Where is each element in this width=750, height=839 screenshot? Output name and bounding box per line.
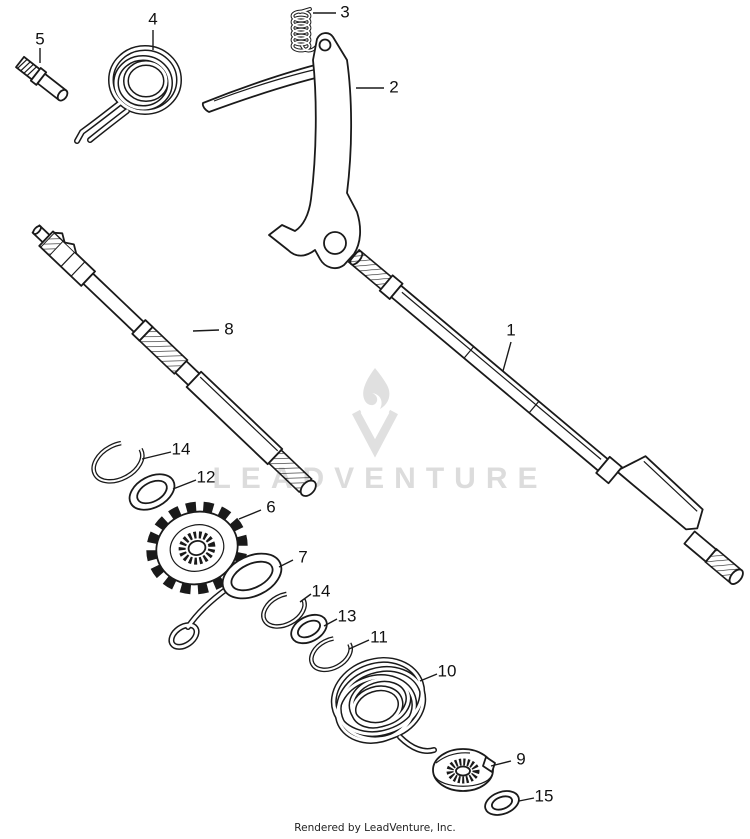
- watermark: LEADVENTURE: [212, 368, 547, 495]
- spline-section: [39, 232, 64, 257]
- spline-bore: [178, 531, 216, 565]
- part-1-kickstarter-spindle: [347, 248, 744, 585]
- part-label-6: 6: [266, 497, 275, 516]
- part-label-9: 9: [516, 749, 525, 768]
- link-blade: [201, 60, 338, 113]
- part-label-14a: 14: [172, 439, 191, 458]
- leader-line-10: [419, 673, 438, 682]
- part-11-circlip: [309, 635, 353, 673]
- leader-line-13: [323, 618, 338, 627]
- part-label-14b: 14: [312, 581, 331, 600]
- leader-lines: [39, 12, 535, 802]
- part-label-5: 5: [35, 29, 44, 48]
- collar-notch: [482, 756, 496, 773]
- spring-anchor-hole: [318, 38, 332, 52]
- mount-bracket: [616, 455, 704, 531]
- spline-bore: [446, 758, 480, 784]
- part-label-12: 12: [197, 467, 216, 486]
- part-12-washer: [128, 473, 176, 511]
- leader-line-11: [348, 639, 370, 650]
- part-label-11: 11: [370, 627, 388, 646]
- leadventure-flame-icon: [352, 368, 398, 458]
- leader-line-12: [172, 479, 197, 490]
- part-labels: 5 4 3 2 8 1 14 12 6 7 14 13 11 10 9 15: [35, 2, 553, 805]
- leader-line-14b: [299, 593, 312, 603]
- part-15-washer: [484, 790, 520, 816]
- leader-line-15: [518, 797, 535, 802]
- leader-line-14a: [141, 451, 172, 460]
- leader-line-1: [502, 341, 512, 372]
- part-7-stopper-link: [167, 552, 283, 652]
- part-4-torsion-spring: [77, 48, 179, 141]
- part-8-gearshift-spindle: [31, 224, 317, 497]
- part-label-1: 1: [506, 320, 515, 339]
- leader-line-7: [278, 559, 294, 568]
- part-label-13: 13: [338, 606, 357, 625]
- pivot-hole: [323, 231, 347, 255]
- part-label-10: 10: [438, 661, 457, 680]
- part-label-8: 8: [224, 319, 233, 338]
- footer-credit: Rendered by LeadVenture, Inc.: [294, 822, 455, 834]
- part-13-washer: [290, 613, 328, 645]
- part-label-2: 2: [389, 77, 398, 96]
- part-3-spring: [290, 7, 318, 53]
- part-label-15: 15: [535, 786, 554, 805]
- part-9-ratchet-collar: [432, 748, 496, 792]
- leader-line-6: [238, 509, 262, 520]
- watermark-text: LEADVENTURE: [212, 462, 547, 495]
- part-label-4: 4: [148, 9, 157, 28]
- part-5-bolt: [15, 55, 69, 102]
- part-label-7: 7: [298, 547, 307, 566]
- leader-line-9: [490, 760, 512, 767]
- part-2-gearshift-arm: [201, 32, 361, 270]
- leader-line-8: [192, 329, 220, 332]
- part-label-3: 3: [340, 2, 349, 21]
- arm-body: [268, 32, 361, 270]
